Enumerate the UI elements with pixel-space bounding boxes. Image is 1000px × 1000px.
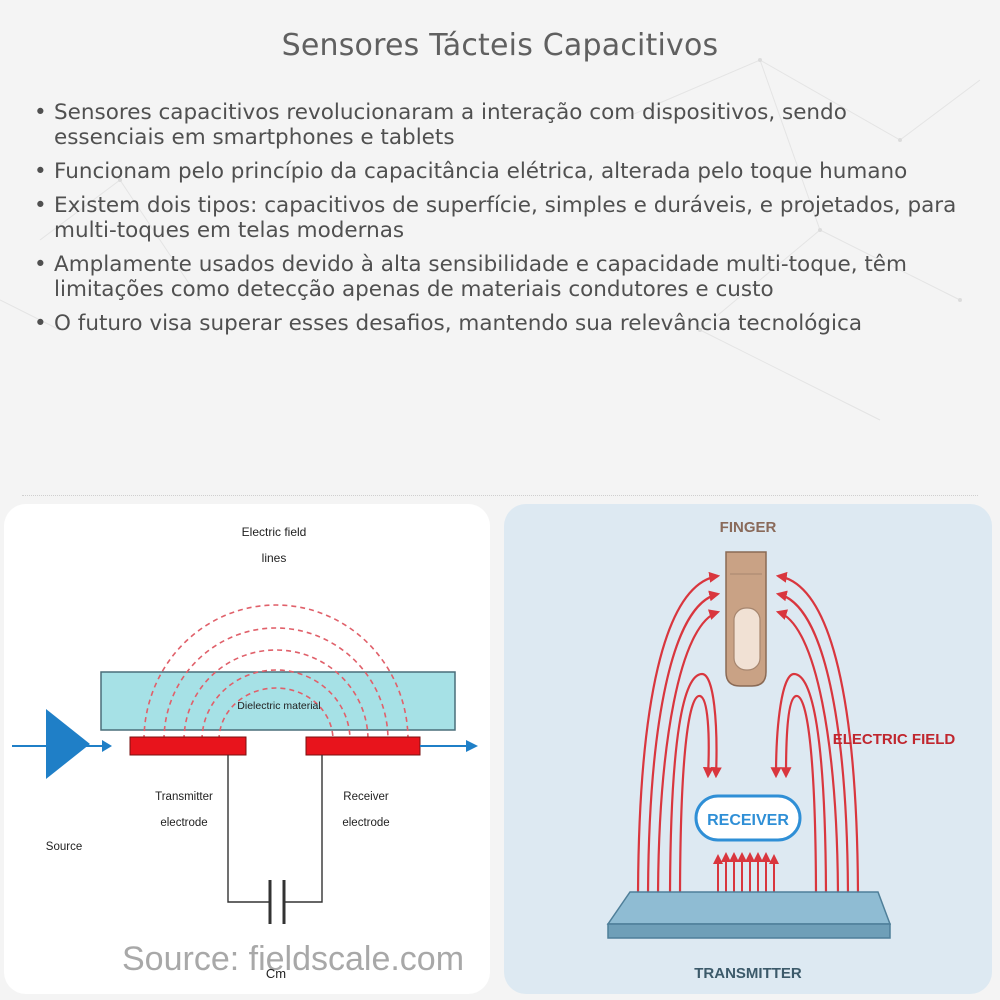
page-title: Sensores Tácteis Capacitivos bbox=[281, 28, 719, 63]
transmitter-label-line2: electrode bbox=[160, 817, 207, 829]
receiver-electrode bbox=[305, 736, 421, 756]
finger-field-diagram: FINGER ELECTRIC FIELD RECEIVER bbox=[606, 519, 956, 982]
bullet-item: Sensores capacitivos revolucionaram a in… bbox=[32, 100, 962, 150]
bullet-item: Existem dois tipos: capacitivos de super… bbox=[32, 193, 962, 243]
transmitter-electrode bbox=[129, 736, 247, 756]
transmitter-label: TRANSMITTER bbox=[694, 965, 802, 982]
output-arrowhead bbox=[466, 740, 478, 752]
source-triangle-icon bbox=[46, 709, 90, 779]
dielectric-label: Dielectric material bbox=[237, 700, 320, 712]
left-diagram-panel: Electric field lines Dielectric material bbox=[4, 504, 490, 994]
electric-field-lines bbox=[636, 571, 860, 905]
dielectric-block bbox=[100, 671, 456, 731]
capacitor-circuit bbox=[227, 755, 323, 924]
transmitter-label-line1: Transmitter bbox=[155, 791, 213, 803]
finger-icon bbox=[725, 551, 767, 687]
receiver-label-line2: electrode bbox=[342, 817, 389, 829]
electric-field-label: ELECTRIC FIELD bbox=[833, 731, 956, 748]
section-divider bbox=[22, 495, 978, 496]
source-label: Source bbox=[46, 841, 82, 853]
bullet-item: Amplamente usados devido à alta sensibil… bbox=[32, 252, 962, 302]
capacitive-cross-section-diagram: Electric field lines Dielectric material bbox=[12, 525, 478, 981]
source-watermark: Source: fieldscale.com bbox=[122, 940, 464, 978]
receiver-label: RECEIVER bbox=[707, 812, 789, 829]
input-arrowhead bbox=[102, 740, 112, 752]
right-diagram-panel: FINGER ELECTRIC FIELD RECEIVER bbox=[504, 504, 992, 994]
field-label-line1: Electric field bbox=[242, 525, 307, 539]
field-lines bbox=[143, 604, 409, 741]
bullet-list: Sensores capacitivos revolucionaram a in… bbox=[32, 100, 962, 345]
bullet-item: O futuro visa superar esses desafios, ma… bbox=[32, 311, 962, 336]
finger-label: FINGER bbox=[720, 519, 777, 536]
receiver-box bbox=[694, 794, 802, 842]
receiver-label-line1: Receiver bbox=[343, 791, 389, 803]
field-label-line2: lines bbox=[262, 551, 287, 565]
transmitter-plate bbox=[606, 891, 892, 939]
capacitance-label: Cm bbox=[266, 966, 286, 981]
bullet-item: Funcionam pelo princípio da capacitância… bbox=[32, 159, 962, 184]
